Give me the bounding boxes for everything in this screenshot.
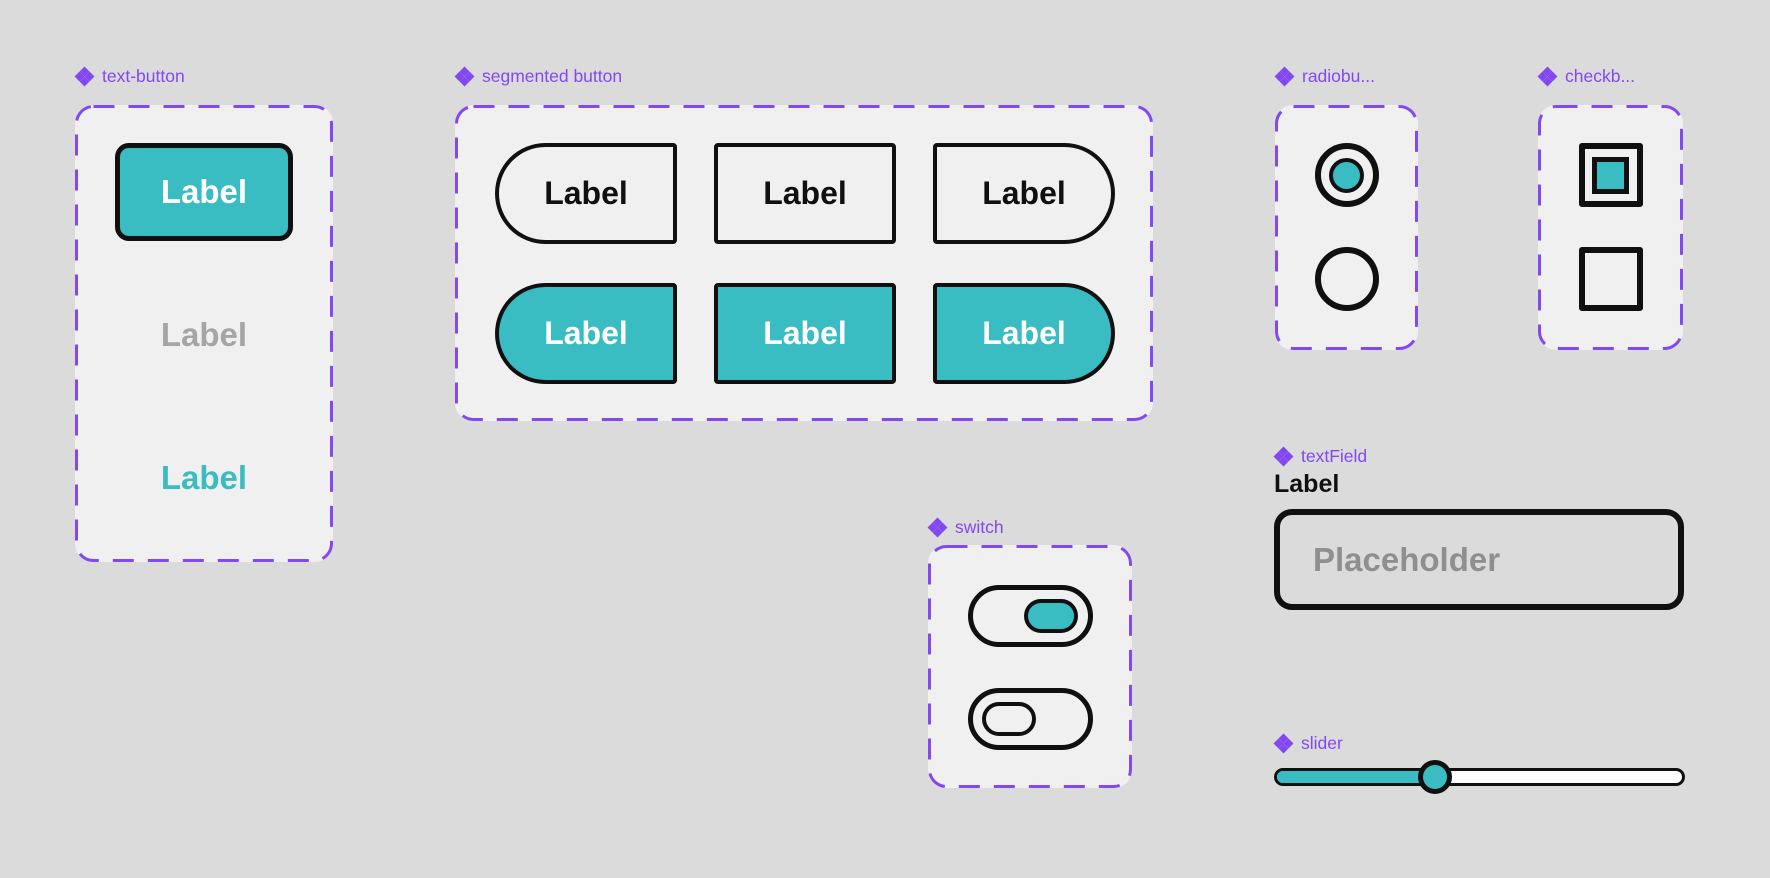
segment-end-selected[interactable]: Label — [933, 283, 1115, 384]
text-button-group-frame: Label Label Label — [75, 105, 333, 562]
switch-off[interactable] — [967, 688, 1093, 750]
segmented-button-variants: Label Label Label Label Label Label — [455, 105, 1153, 421]
component-label-text: segmented button — [482, 65, 623, 86]
segment-start-selected[interactable]: Label — [495, 283, 677, 384]
component-label-text: switch — [955, 516, 1004, 537]
checkbox-checked[interactable] — [1578, 143, 1643, 207]
checkbox-group-frame — [1538, 105, 1683, 350]
checkbox-unchecked[interactable] — [1578, 247, 1643, 311]
textfield-label: Label — [1274, 470, 1340, 498]
radiobutton-group-frame — [1275, 105, 1418, 350]
segmented-button-group-frame: Label Label Label Label Label Label — [455, 105, 1153, 421]
component-label-segmented-button[interactable]: segmented button — [454, 64, 623, 88]
slider-fill — [1277, 771, 1435, 783]
component-label-text: radiobu... — [1302, 65, 1375, 86]
component-diamond-icon — [1273, 733, 1293, 753]
radio-dot — [1329, 157, 1364, 193]
component-diamond-icon — [1537, 66, 1557, 86]
text-button-accent[interactable]: Label — [160, 459, 248, 496]
component-diamond-icon — [927, 517, 947, 537]
radio-selected[interactable] — [1314, 143, 1379, 207]
component-label-slider[interactable]: slider — [1273, 731, 1343, 755]
component-label-text-button[interactable]: text-button — [74, 64, 185, 88]
text-button-muted[interactable]: Label — [160, 316, 248, 353]
textfield-placeholder: Placeholder — [1313, 540, 1501, 578]
text-button-variants: Label Label Label — [75, 105, 333, 562]
switch-on[interactable] — [967, 585, 1093, 647]
radio-unselected[interactable] — [1314, 247, 1379, 311]
segment-middle-selected[interactable]: Label — [714, 283, 896, 384]
component-label-text: checkb... — [1565, 65, 1636, 86]
slider-thumb[interactable] — [1417, 760, 1452, 794]
component-diamond-icon — [1274, 66, 1294, 86]
component-label-text: textField — [1301, 445, 1368, 466]
segment-end[interactable]: Label — [933, 143, 1115, 244]
component-label-text: text-button — [102, 65, 185, 86]
component-label-textfield[interactable]: textField — [1273, 444, 1368, 468]
filled-button[interactable]: Label — [115, 143, 293, 241]
component-diamond-icon — [454, 66, 474, 86]
switch-knob — [981, 702, 1036, 736]
switch-knob — [1023, 599, 1078, 633]
switch-group-frame — [928, 545, 1132, 788]
checkbox-variants — [1538, 105, 1683, 350]
switch-variants — [928, 545, 1132, 788]
component-label-switch[interactable]: switch — [927, 515, 1004, 539]
component-label-text: slider — [1301, 732, 1343, 753]
slider-track[interactable] — [1274, 760, 1685, 794]
textfield-input[interactable]: Placeholder — [1274, 509, 1684, 610]
radiobutton-variants — [1275, 105, 1418, 350]
component-diamond-icon — [1273, 446, 1293, 466]
component-label-checkbox[interactable]: checkb... — [1537, 64, 1636, 88]
component-diamond-icon — [74, 66, 94, 86]
checkbox-check-fill — [1592, 156, 1629, 194]
component-label-radiobutton[interactable]: radiobu... — [1274, 64, 1375, 88]
segment-middle[interactable]: Label — [714, 143, 896, 244]
segment-start[interactable]: Label — [495, 143, 677, 244]
text-button-row: Label — [115, 286, 293, 384]
text-button-row: Label — [115, 429, 293, 527]
